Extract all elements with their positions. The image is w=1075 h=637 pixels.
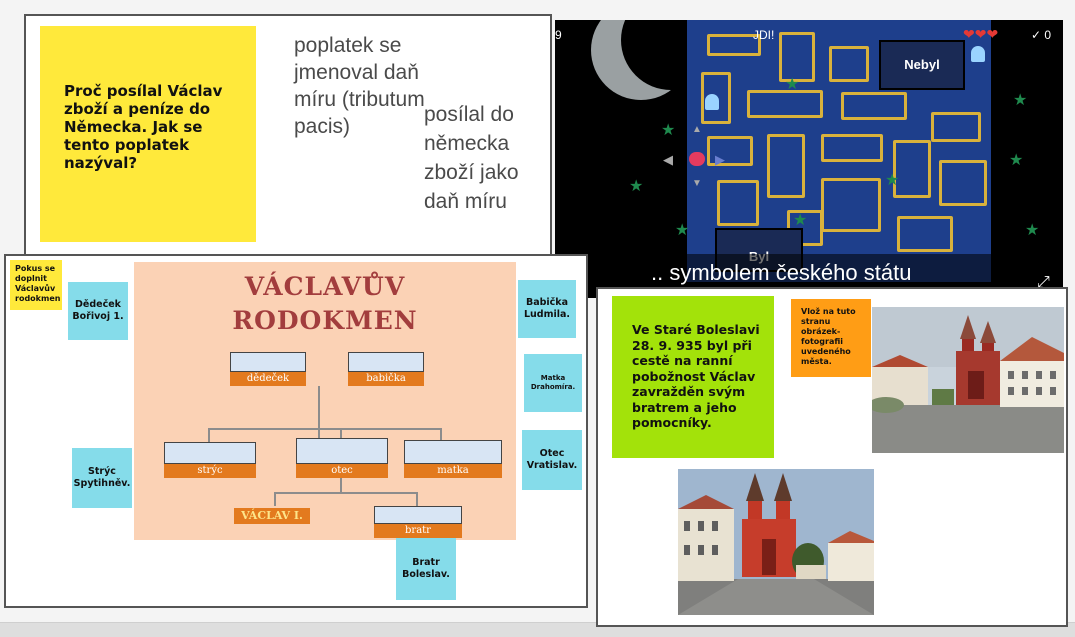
question-sticky-note[interactable]: Proč posílal Václav zboží a peníze do Ně… [40,26,256,242]
maze-wall [821,178,881,232]
star-icon: ★ [885,172,900,189]
tree-box-bratr [374,506,462,524]
score-counter: ✓ 0 [1031,28,1052,42]
star-icon: ★ [661,122,676,139]
chart-title-line1: VÁCLAVŮV [244,272,406,301]
tree-label-stryc: strýc [164,464,256,478]
task-sticky-note[interactable]: Vlož na tuto stranu obrázek- fotografii … [791,299,871,377]
tree-line [208,428,442,430]
event-sticky-note[interactable]: Ve Staré Boleslavi 28. 9. 935 byl při ce… [612,296,774,458]
tree-line [440,428,442,442]
answer-text-2[interactable]: posílal do německa zboží jako daň míru [424,103,519,213]
maze-wall [829,46,869,82]
maze-wall [893,140,931,198]
stara-boleslav-panel[interactable]: Ve Staré Boleslavi 28. 9. 935 byl při ce… [596,287,1068,627]
star-icon: ★ [1025,222,1040,239]
photo-church-street-image [678,469,874,615]
star-icon: ★ [793,212,808,229]
maze-wall [897,216,953,252]
chart-title-line2: RODOKMEN [232,306,418,335]
maze-wall [931,112,981,142]
arrow-left-icon: ◀ [663,152,673,167]
photo-town-square-image [872,307,1064,453]
card-bratr[interactable]: Bratr Boleslav. [396,538,456,600]
arrow-up-icon: ▲ [692,124,702,135]
maze-wall [821,134,883,162]
card-babicka[interactable]: Babička Ludmila. [518,280,576,338]
go-label: JDI! [753,28,775,42]
player-icon [689,152,705,166]
maze-wall [717,180,759,226]
question-panel[interactable]: Proč posílal Václav zboží a peníze do Ně… [24,14,552,256]
tree-label-babicka: babička [348,372,424,386]
maze-wall [779,32,815,82]
card-otec[interactable]: Otec Vratislav. [522,430,582,490]
tree-line [318,386,320,438]
question-caption: .. symbolem českého státu [651,260,912,285]
instruction-sticky-note[interactable]: Pokus se doplnit Václavův rodokmen [10,260,62,310]
answer-tile-nebyl[interactable]: Nebyl [879,40,965,90]
star-icon: ★ [1009,152,1024,169]
tree-box-matka [404,440,502,464]
card-matka[interactable]: Matka Drahomíra. [524,354,582,412]
star-icon: ★ [785,76,800,93]
answer-text-1[interactable]: poplatek se jmenoval daň míru (tributum … [294,34,425,138]
maze-wall [767,134,805,198]
star-icon: ★ [629,178,644,195]
maze-wall [747,90,823,118]
maze-wall [707,136,753,166]
tree-box-otec [296,438,388,464]
star-icon: ★ [1013,92,1028,109]
tree-line [208,428,210,442]
photo-church-street[interactable] [678,469,874,615]
tree-line [274,492,276,506]
tree-label-otec: otec [296,464,388,478]
tree-line [274,492,416,494]
tree-label-vaclav: VÁCLAV I. [234,508,310,524]
maze-wall [841,92,907,120]
family-tree-chart: VÁCLAVŮV RODOKMEN dědeček babička strýc … [134,262,516,540]
question-counter: 9 [555,28,562,42]
tree-line [340,428,342,442]
tree-box-stryc [164,442,256,464]
maze-game-embed[interactable]: ★ ★ ★ ★ ★ ★ ★ ★ ★ Nebyl Byl ◀ ▲ ▼ ▶ 9 JD… [555,20,1063,298]
family-tree-panel[interactable]: Pokus se doplnit Václavův rodokmen VÁCLA… [4,254,588,608]
star-icon: ★ [675,222,690,239]
tree-label-bratr: bratr [374,524,462,538]
tree-box-dedecek [230,352,306,372]
tree-label-matka: matka [404,464,502,478]
card-dedecek[interactable]: Dědeček Bořivoj 1. [68,282,128,340]
maze-wall [707,34,761,56]
card-stryc[interactable]: Strýc Spytihněv. [72,448,132,508]
ghost-icon [971,46,985,62]
tree-box-babicka [348,352,424,372]
maze-wall [939,160,987,206]
tree-line [416,492,418,506]
photo-town-square[interactable] [872,307,1064,453]
tree-label-dedecek: dědeček [230,372,306,386]
fullscreen-icon[interactable]: ⤢ [1037,274,1050,291]
arrow-right-icon: ▶ [715,152,725,167]
lives-hearts: ❤❤❤ [963,26,999,42]
ghost-icon [705,94,719,110]
arrow-down-icon: ▼ [692,178,702,189]
tree-line [340,474,342,494]
